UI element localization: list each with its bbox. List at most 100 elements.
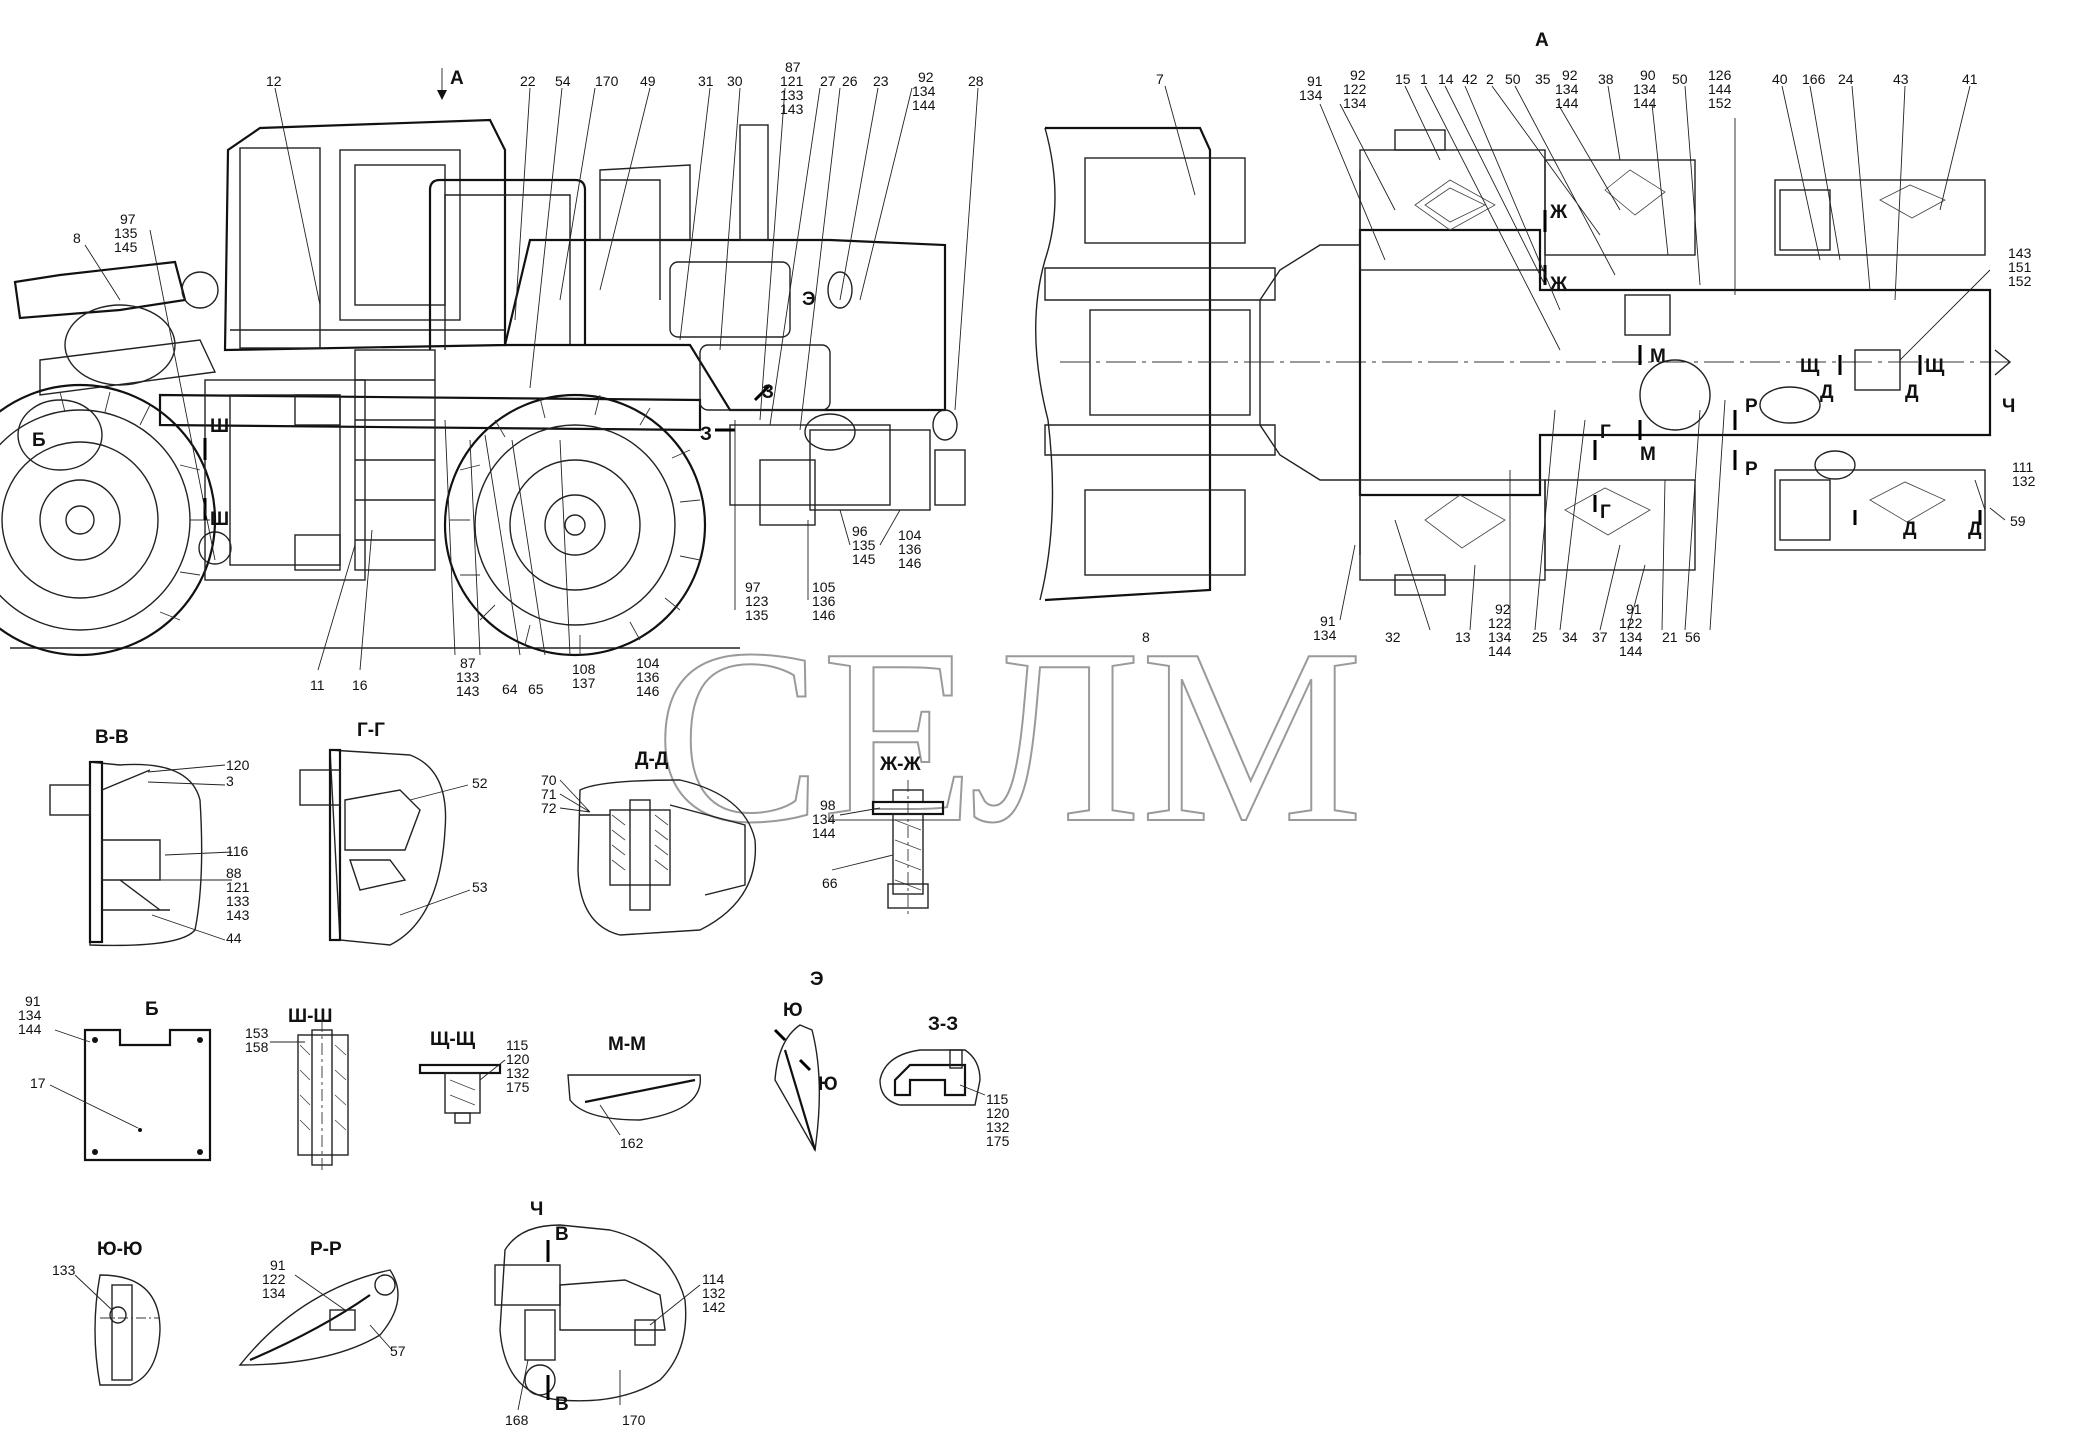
- exhaust-pipe: [739, 124, 769, 241]
- top-label: 134: [1633, 81, 1657, 97]
- top-mark: Д: [1905, 382, 1919, 403]
- platform-rear-right: [1774, 469, 1986, 551]
- svg-text:71: 71: [541, 786, 557, 802]
- svg-text:Э: Э: [810, 969, 824, 990]
- side-label: 135: [852, 537, 876, 553]
- step-front-right: [1394, 574, 1446, 596]
- top-label: 122: [1343, 81, 1367, 97]
- platform-left-rear: [1544, 159, 1696, 256]
- top-label: 32: [1385, 629, 1401, 645]
- top-label: 15: [1395, 71, 1411, 87]
- side-label: 96: [852, 523, 868, 539]
- detail-yuyu: Ю-Ю 133: [52, 1239, 161, 1386]
- svg-text:В-В: В-В: [95, 727, 129, 748]
- front-wheel-top-left: [1084, 157, 1246, 244]
- side-label: 123: [745, 593, 769, 609]
- svg-text:Ю: Ю: [783, 1000, 803, 1021]
- top-label: 59: [2010, 513, 2026, 529]
- svg-text:В: В: [555, 1224, 569, 1245]
- svg-text:132: 132: [702, 1285, 726, 1301]
- top-label: 90: [1640, 67, 1656, 83]
- side-label: 145: [852, 551, 876, 567]
- top-label: 38: [1598, 71, 1614, 87]
- detail-e: Э Ю Ю: [773, 969, 838, 1153]
- svg-text:132: 132: [986, 1119, 1010, 1135]
- fuel-tank-cap: [1639, 359, 1711, 431]
- side-label: 145: [114, 239, 138, 255]
- svg-text:122: 122: [262, 1271, 286, 1287]
- svg-text:Ш-Ш: Ш-Ш: [288, 1006, 333, 1027]
- svg-text:70: 70: [541, 772, 557, 788]
- front-wheel-top-right: [1084, 489, 1246, 576]
- svg-text:162: 162: [620, 1135, 644, 1151]
- top-label: 134: [1313, 627, 1337, 643]
- top-label: 21: [1662, 629, 1678, 645]
- svg-text:Р-Р: Р-Р: [310, 1239, 342, 1260]
- top-label: 92: [1562, 67, 1578, 83]
- side-mark: Ш: [210, 416, 229, 437]
- svg-text:3: 3: [226, 773, 234, 789]
- side-label: 134: [912, 83, 936, 99]
- top-label: 13: [1455, 629, 1471, 645]
- top-label: 122: [1619, 615, 1643, 631]
- side-mark: З: [700, 424, 712, 445]
- side-label: 137: [572, 675, 596, 691]
- top-label: 144: [1555, 95, 1579, 111]
- detail-mm: М-М 162: [567, 1034, 701, 1151]
- side-label: 143: [780, 101, 804, 117]
- svg-text:88: 88: [226, 865, 242, 881]
- side-label: 108: [572, 661, 596, 677]
- cab-rear-pane: [239, 147, 321, 349]
- svg-text:Ж-Ж: Ж-Ж: [879, 754, 921, 775]
- svg-text:Щ-Щ: Щ-Щ: [430, 1029, 476, 1050]
- top-label: 134: [1619, 629, 1643, 645]
- side-label: 121: [780, 73, 804, 89]
- detail-b-marker-circle: [17, 399, 103, 471]
- svg-text:153: 153: [245, 1025, 269, 1041]
- front-wheel: [0, 383, 217, 657]
- front-cylinder: [64, 304, 176, 386]
- svg-text:98: 98: [820, 797, 836, 813]
- svg-text:Б: Б: [145, 999, 159, 1020]
- top-label: 143: [2008, 245, 2032, 261]
- top-mark: Ч: [2002, 396, 2015, 417]
- top-label: 134: [1299, 87, 1323, 103]
- side-label: 133: [456, 669, 480, 685]
- svg-text:М-М: М-М: [608, 1034, 646, 1055]
- side-label: 143: [456, 683, 480, 699]
- side-label: 87: [460, 655, 476, 671]
- side-label: 144: [912, 97, 936, 113]
- top-view: А Ж Ж М М: [1034, 30, 2036, 659]
- engine-hood: [503, 238, 947, 412]
- top-label: 152: [1708, 95, 1732, 111]
- ch-detail-marker: [1814, 450, 1856, 480]
- battery-box: [1624, 294, 1671, 336]
- detail-rr: Р-Р 91 122 134 57: [238, 1239, 406, 1366]
- side-label: 135: [114, 225, 138, 241]
- top-mark: Р: [1745, 396, 1758, 417]
- side-label: 49: [640, 73, 656, 89]
- top-label: 144: [1488, 643, 1512, 659]
- side-label: 30: [727, 73, 743, 89]
- detail-zz: З-З 115 120 132 175: [879, 1014, 1010, 1149]
- hinge-upper: [294, 394, 341, 426]
- svg-text:52: 52: [472, 775, 488, 791]
- side-label: 8: [73, 230, 81, 246]
- svg-text:57: 57: [390, 1343, 406, 1359]
- front-arm: [39, 339, 217, 396]
- svg-text:143: 143: [226, 907, 250, 923]
- front-axle-block: [1089, 309, 1251, 416]
- svg-text:66: 66: [822, 875, 838, 891]
- view-a-arrow-head: [437, 90, 447, 100]
- svg-text:Ю: Ю: [818, 1074, 838, 1095]
- top-mark: Г: [1600, 422, 1611, 443]
- top-label: 91: [1307, 73, 1323, 89]
- top-label: 144: [1633, 95, 1657, 111]
- top-label: 91: [1626, 601, 1642, 617]
- step-right: [1779, 479, 1831, 541]
- top-label: 92: [1350, 67, 1366, 83]
- side-label: 27: [820, 73, 836, 89]
- break-line: [1034, 127, 1056, 601]
- view-a-arrow-label: А: [450, 68, 464, 89]
